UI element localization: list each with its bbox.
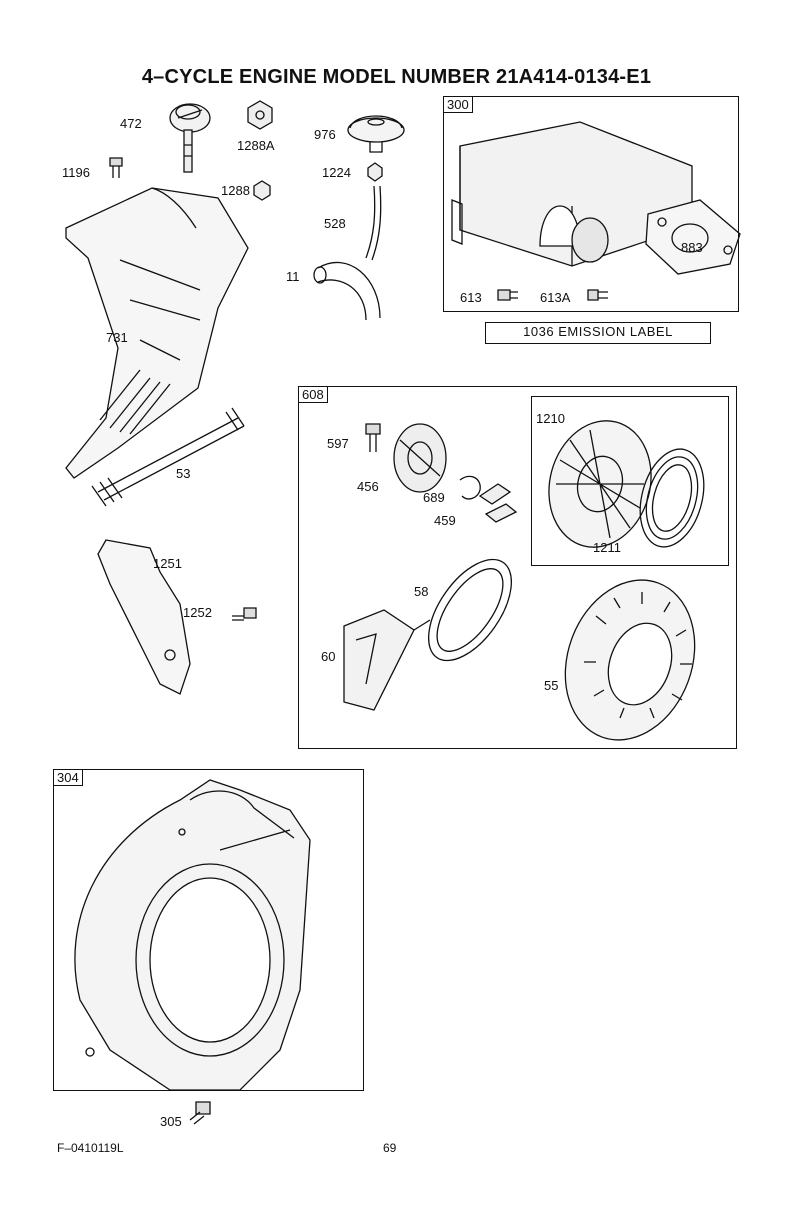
part-label-883: 883 [681, 241, 703, 255]
part-label-60: 60 [321, 650, 335, 664]
muffler-group-box [443, 96, 739, 312]
muffler-group-tag: 300 [443, 96, 473, 113]
part-label-1288: 1288 [221, 184, 250, 198]
part-label-11: 11 [286, 270, 300, 284]
part-label-613a: 613A [540, 291, 570, 305]
nut-1288-drawing [254, 181, 270, 200]
screw-1196-drawing [110, 158, 122, 178]
elbow-hose-drawing [318, 262, 380, 320]
bolt-305-drawing [190, 1102, 210, 1124]
part-label-528: 528 [324, 217, 346, 231]
footer-form-code: F–0410119L [57, 1141, 124, 1155]
part-label-58: 58 [414, 585, 428, 599]
part-label-689: 689 [423, 491, 445, 505]
part-label-1210: 1210 [536, 412, 565, 426]
choke-knob-drawing [170, 104, 210, 172]
part-label-472: 472 [120, 117, 142, 131]
part-label-731: 731 [106, 331, 128, 345]
starter-group-tag: 608 [298, 386, 328, 403]
primer-cap-drawing [348, 116, 404, 152]
part-label-1211: 1211 [593, 541, 621, 555]
emission-label-box: 1036 EMISSION LABEL [485, 322, 711, 344]
part-label-53: 53 [176, 467, 190, 481]
housing-group-tag: 304 [53, 769, 83, 786]
part-label-1224: 1224 [322, 166, 351, 180]
part-label-305: 305 [160, 1115, 182, 1129]
part-label-976: 976 [314, 128, 336, 142]
part-label-1288a: 1288A [237, 139, 275, 153]
housing-group-box [53, 769, 364, 1091]
fitting-1224-drawing [368, 163, 382, 181]
part-label-613: 613 [460, 291, 482, 305]
part-label-55: 55 [544, 679, 558, 693]
hose-528-drawing [366, 186, 381, 260]
part-label-1251: 1251 [153, 557, 182, 571]
part-label-456: 456 [357, 480, 379, 494]
part-label-1252: 1252 [183, 606, 212, 620]
nut-1288a-drawing [248, 101, 272, 129]
part-label-1196: 1196 [62, 166, 90, 180]
page-number: 69 [383, 1141, 396, 1155]
part-label-459: 459 [434, 514, 456, 528]
blower-shroud-drawing [66, 188, 248, 478]
screw-1252-drawing [232, 608, 256, 620]
part-label-597: 597 [327, 437, 349, 451]
